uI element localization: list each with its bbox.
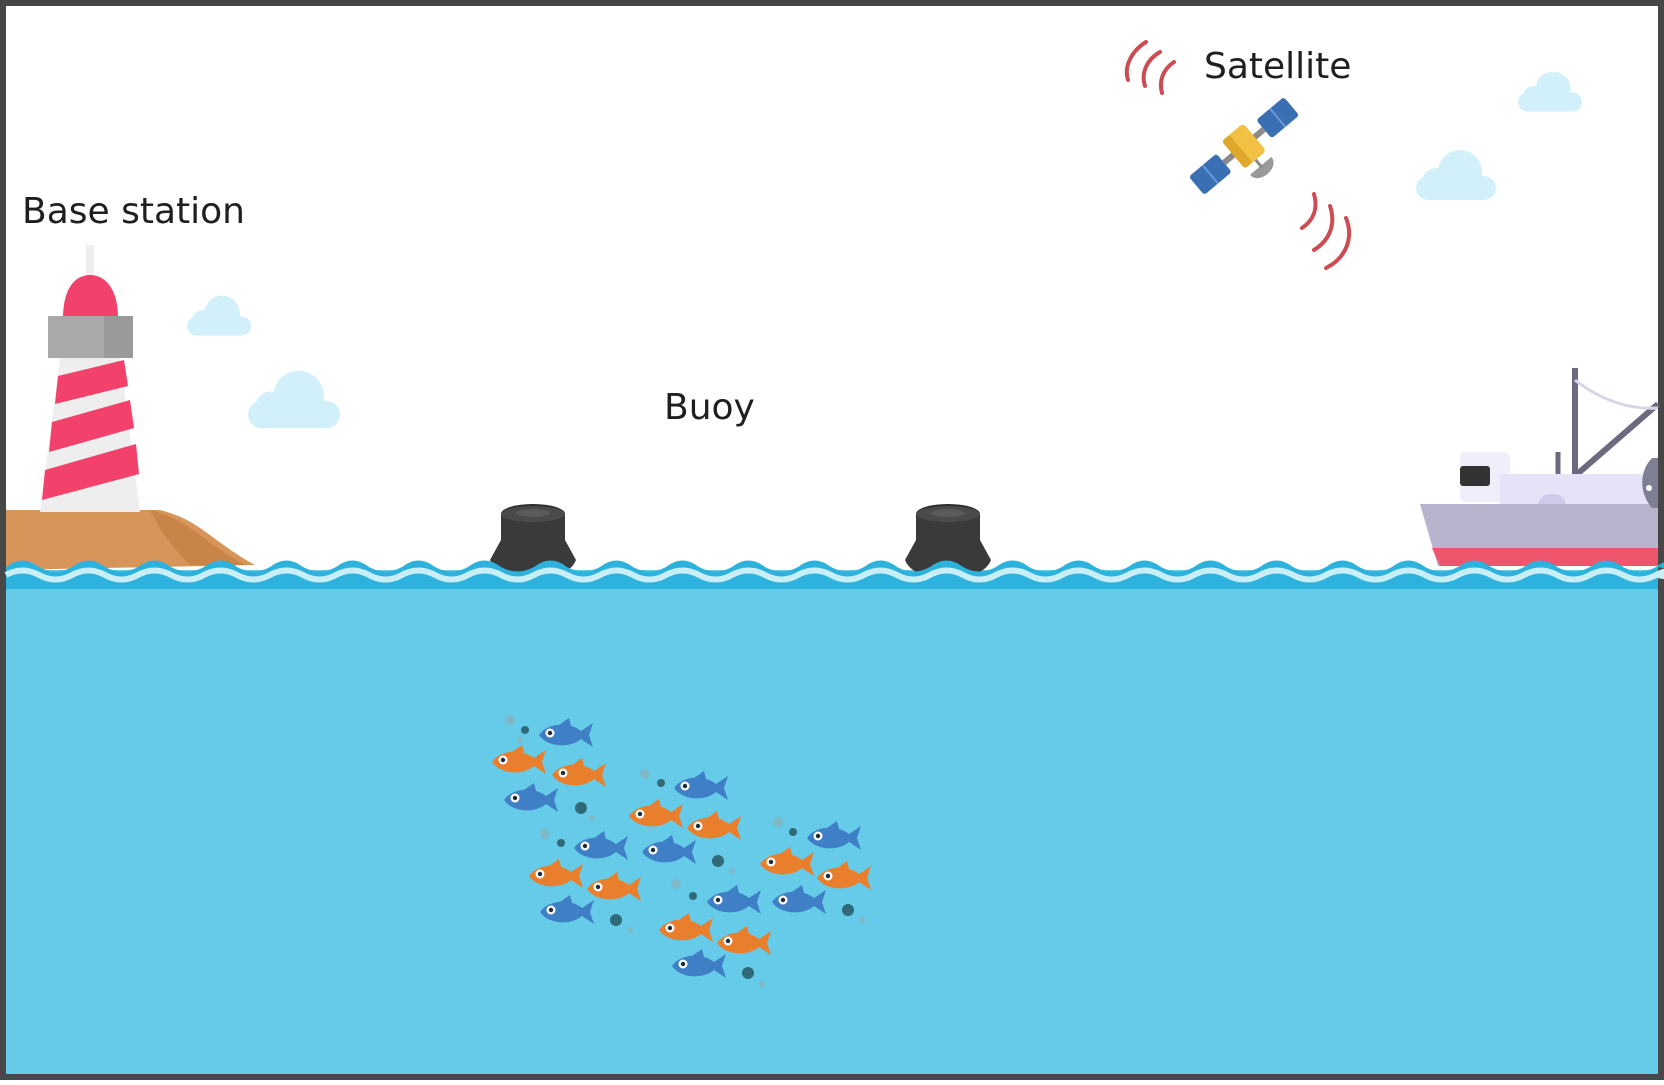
fish-school	[492, 715, 871, 987]
buoy-icon	[905, 504, 991, 580]
buoy-label: Buoy	[664, 387, 755, 428]
wave-band-light	[4, 567, 1664, 583]
signal-waves-icon	[1124, 40, 1352, 270]
lighthouse-icon	[40, 245, 140, 512]
bubbles	[505, 715, 865, 987]
shore-shadow	[150, 510, 245, 565]
satellite-label: Satellite	[1204, 46, 1352, 87]
satellite-icon	[1190, 98, 1298, 194]
sea	[6, 570, 1658, 1074]
base-station-label: Base station	[22, 191, 245, 232]
fishing-boat-icon	[1420, 368, 1660, 566]
